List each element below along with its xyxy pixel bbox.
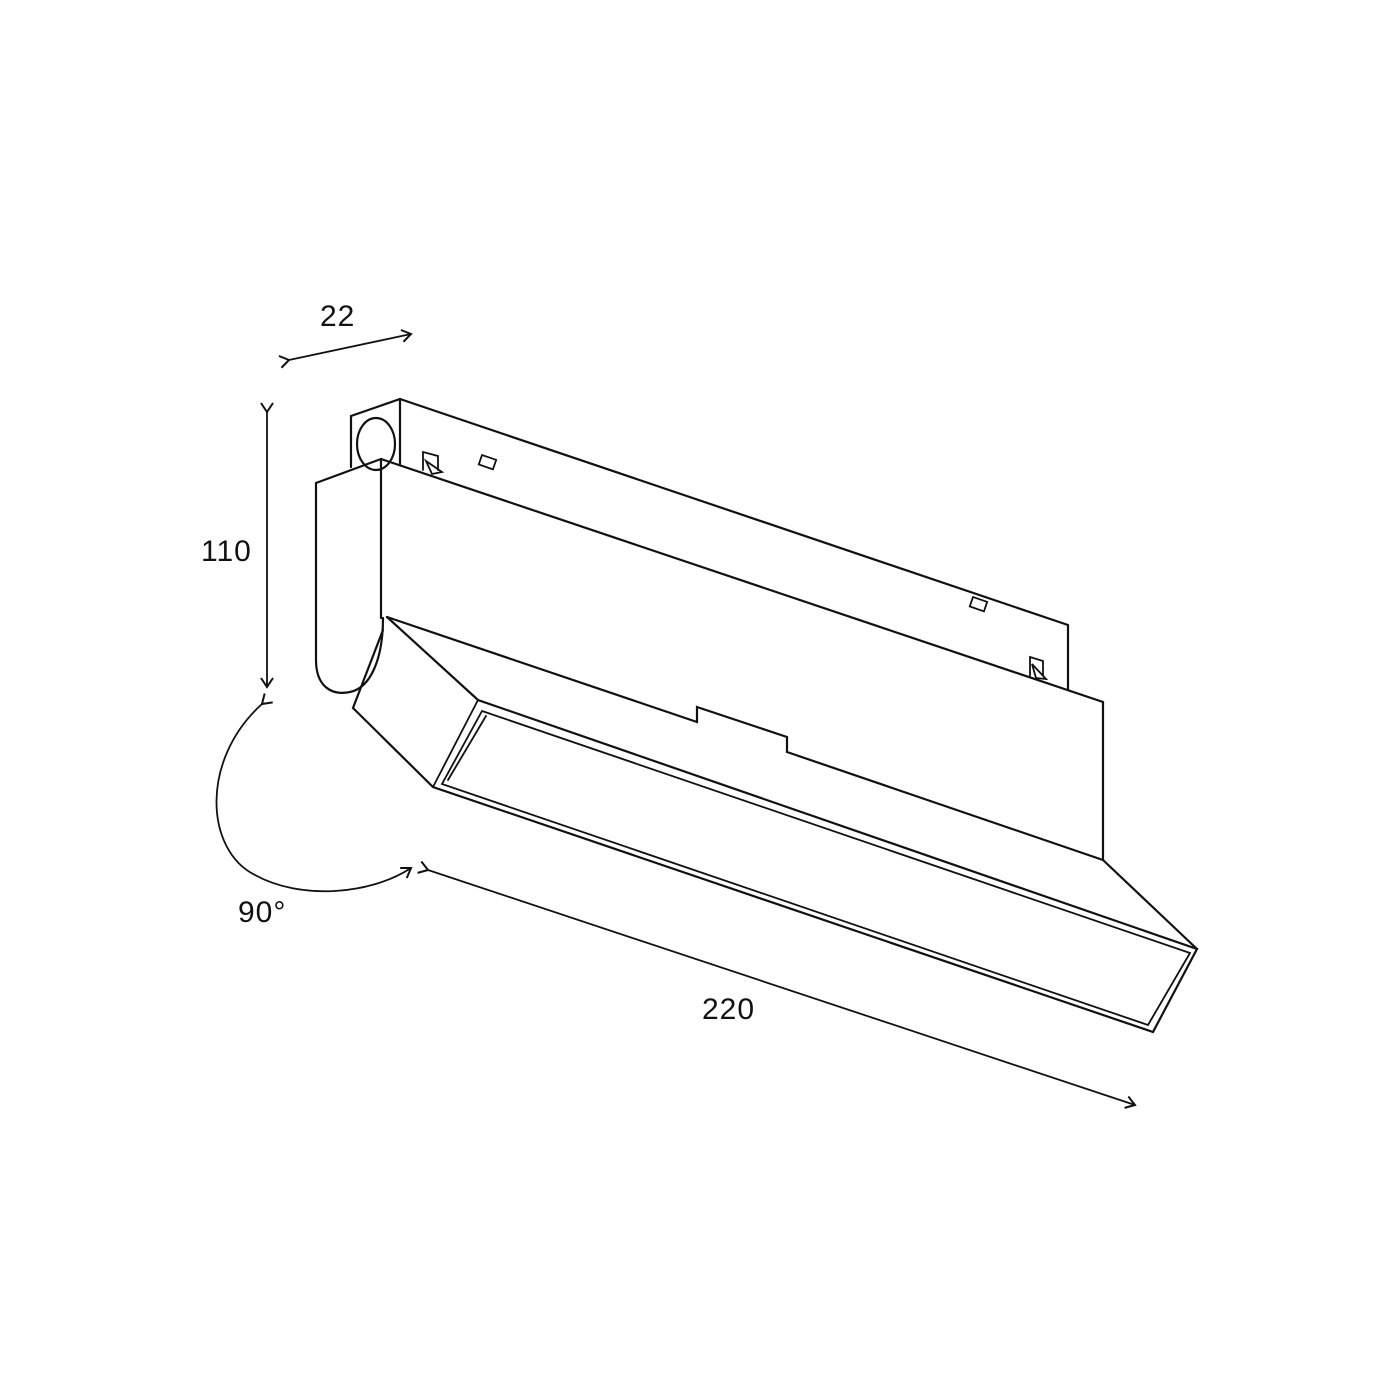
light-head bbox=[351, 615, 1199, 1034]
width-dimension-label: 22 bbox=[320, 300, 356, 333]
height-dimension-label: 110 bbox=[201, 535, 252, 568]
rotation-arc-arrow bbox=[215, 693, 413, 893]
fixture-body bbox=[314, 457, 1105, 862]
length-dimension-label: 220 bbox=[702, 993, 756, 1026]
width-dimension-arrow bbox=[278, 329, 413, 369]
rotation-angle-label: 90° bbox=[238, 896, 287, 929]
track-adapter bbox=[349, 397, 1070, 692]
length-dimension-arrow bbox=[417, 860, 1137, 1109]
